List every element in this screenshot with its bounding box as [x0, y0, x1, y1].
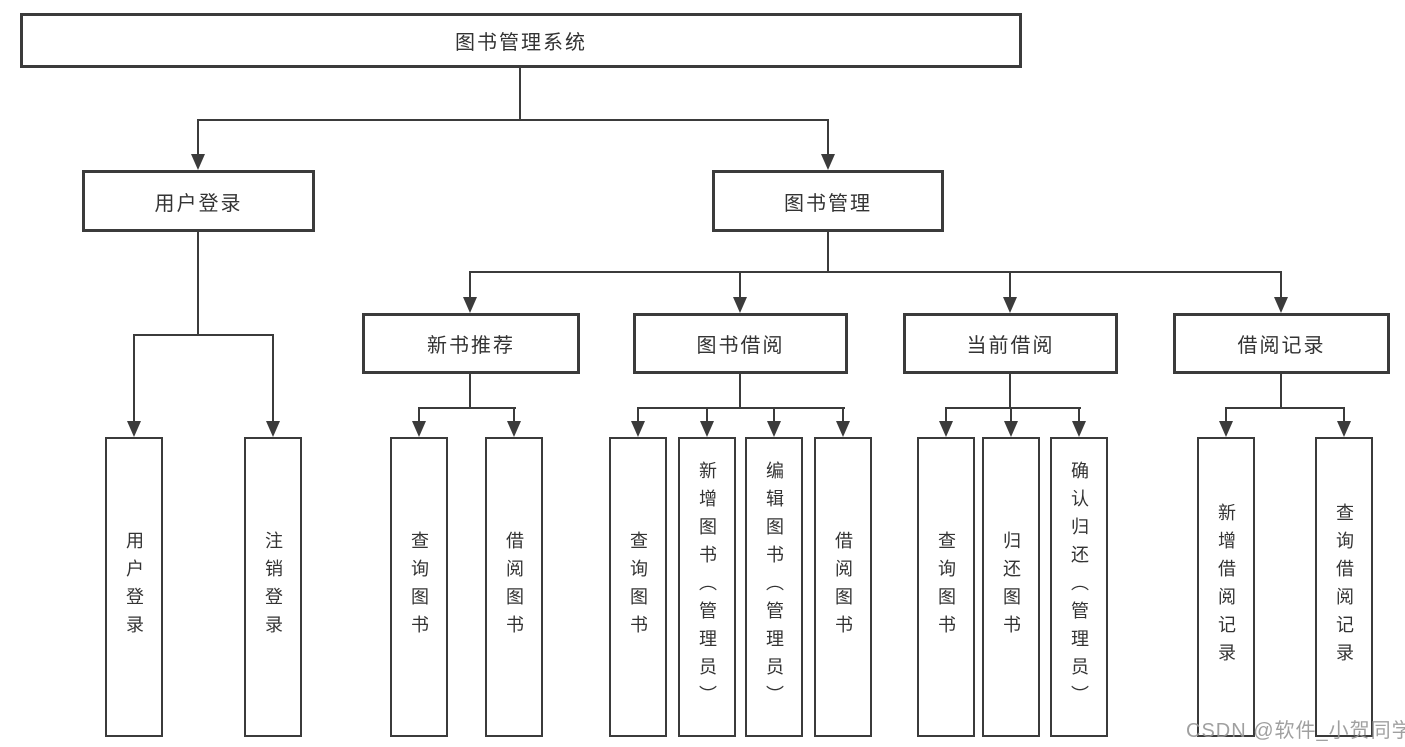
arrow-down-icon	[1274, 297, 1288, 313]
leaf-query-books-borrow: 查询图书	[609, 437, 667, 737]
node-library-system: 图书管理系统	[20, 13, 1022, 68]
connector-line	[1343, 408, 1345, 421]
arrow-down-icon	[1219, 421, 1233, 437]
arrow-down-icon	[767, 421, 781, 437]
arrow-down-icon	[733, 297, 747, 313]
connector-line	[133, 334, 274, 336]
arrow-down-icon	[463, 297, 477, 313]
leaf-query-books-current: 查询图书	[917, 437, 975, 737]
connector-line	[739, 374, 741, 408]
arrow-down-icon	[191, 154, 205, 170]
node-label: 查询图书	[936, 531, 956, 643]
connector-line	[272, 335, 274, 421]
connector-line	[827, 120, 829, 154]
connector-line	[469, 271, 1282, 273]
connector-line	[706, 408, 708, 421]
connector-line	[418, 407, 516, 409]
arrow-down-icon	[631, 421, 645, 437]
node-borrowing-records: 借阅记录	[1173, 313, 1390, 374]
connector-line	[637, 408, 639, 421]
node-label: 归还图书	[1001, 531, 1021, 643]
node-label: 查询图书	[409, 531, 429, 643]
connector-line	[519, 68, 521, 120]
node-label: 新书推荐	[427, 335, 515, 357]
node-label: 新增借阅记录	[1216, 503, 1236, 671]
arrow-down-icon	[821, 154, 835, 170]
connector-line	[739, 272, 741, 298]
leaf-query-borrow-record: 查询借阅记录	[1315, 437, 1373, 737]
connector-line	[469, 374, 471, 408]
connector-line	[513, 408, 515, 421]
arrow-down-icon	[1003, 297, 1017, 313]
arrow-down-icon	[700, 421, 714, 437]
arrow-down-icon	[836, 421, 850, 437]
node-user-login: 用户登录	[82, 170, 315, 232]
node-current-borrowing: 当前借阅	[903, 313, 1118, 374]
node-label: 借阅图书	[833, 531, 853, 643]
arrow-down-icon	[1072, 421, 1086, 437]
leaf-add-book-admin: 新增图书（管理员）	[678, 437, 736, 737]
leaf-borrow-books-recommend: 借阅图书	[485, 437, 543, 737]
connector-line	[1009, 374, 1011, 408]
leaf-logout: 注销登录	[244, 437, 302, 737]
leaf-borrow-books: 借阅图书	[814, 437, 872, 737]
node-label: 当前借阅	[966, 335, 1055, 357]
node-label: 用户登录	[124, 531, 144, 643]
node-label: 编辑图书（管理员）	[764, 461, 784, 713]
leaf-add-borrow-record: 新增借阅记录	[1197, 437, 1255, 737]
leaf-return-book: 归还图书	[982, 437, 1040, 737]
arrow-down-icon	[1004, 421, 1018, 437]
node-label: 确认归还（管理员）	[1069, 461, 1089, 713]
connector-line	[945, 408, 947, 421]
leaf-user-login: 用户登录	[105, 437, 163, 737]
leaf-query-books-recommend: 查询图书	[390, 437, 448, 737]
watermark: CSDN @软件_小贺同学	[1186, 720, 1405, 742]
node-new-book-recommend: 新书推荐	[362, 313, 580, 374]
connector-line	[773, 408, 775, 421]
arrow-down-icon	[412, 421, 426, 437]
node-label: 注销登录	[263, 531, 283, 643]
node-label: 借阅记录	[1237, 335, 1326, 357]
node-label: 图书管理系统	[455, 32, 587, 54]
node-label: 查询图书	[628, 531, 648, 643]
arrow-down-icon	[127, 421, 141, 437]
leaf-edit-book-admin: 编辑图书（管理员）	[745, 437, 803, 737]
connector-line	[1009, 272, 1011, 298]
node-book-management: 图书管理	[712, 170, 944, 232]
connector-line	[197, 119, 829, 121]
connector-line	[1078, 408, 1080, 421]
arrow-down-icon	[266, 421, 280, 437]
node-label: 借阅图书	[504, 531, 524, 643]
connector-line	[637, 407, 845, 409]
node-label: 新增图书（管理员）	[697, 461, 717, 713]
node-label: 图书管理	[784, 192, 872, 215]
connector-line	[1280, 374, 1282, 408]
node-label: 查询借阅记录	[1334, 503, 1354, 671]
connector-line	[1225, 407, 1345, 409]
connector-line	[133, 335, 135, 421]
arrow-down-icon	[939, 421, 953, 437]
connector-line	[469, 272, 471, 298]
connector-line	[418, 408, 420, 421]
connector-line	[1280, 272, 1282, 298]
connector-line	[197, 232, 199, 335]
connector-line	[1225, 408, 1227, 421]
connector-line	[945, 407, 1081, 409]
connector-line	[827, 232, 829, 272]
node-book-borrowing: 图书借阅	[633, 313, 848, 374]
connector-line	[197, 120, 199, 154]
node-label: 用户登录	[154, 192, 243, 215]
arrow-down-icon	[507, 421, 521, 437]
leaf-confirm-return-admin: 确认归还（管理员）	[1050, 437, 1108, 737]
arrow-down-icon	[1337, 421, 1351, 437]
connector-line	[842, 408, 844, 421]
node-label: 图书借阅	[696, 335, 785, 357]
connector-line	[1010, 408, 1012, 421]
